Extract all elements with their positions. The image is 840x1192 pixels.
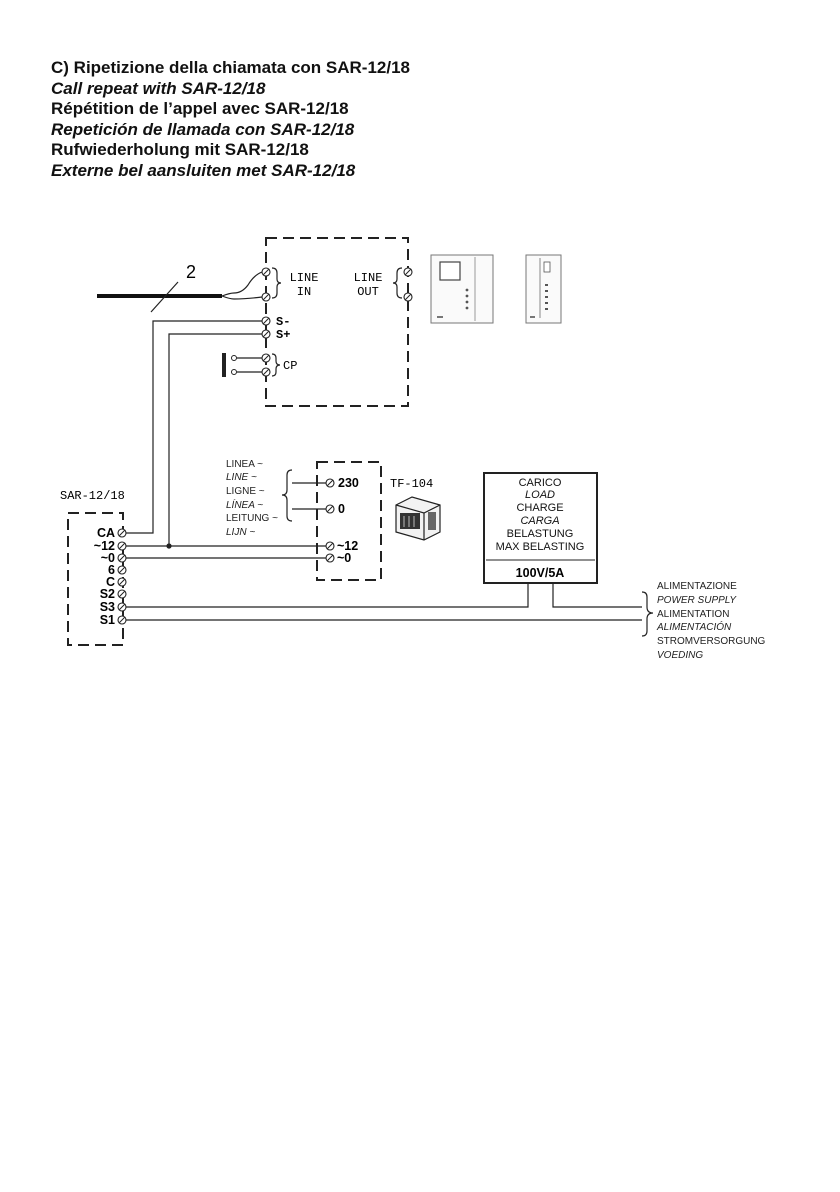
title-nl: Externe bel aansluiten met SAR-12/18 <box>51 160 356 180</box>
sar-terminal-label: CA <box>97 526 115 540</box>
handset-device-icon <box>525 254 562 324</box>
sar-label: SAR-12/18 <box>60 489 125 503</box>
line-out-label: LINE <box>354 271 383 285</box>
cp-terminal <box>261 353 271 363</box>
s-minus-terminal <box>261 316 271 326</box>
title-fr: Répétition de l’appel avec SAR-12/18 <box>51 99 349 118</box>
sar-terminal-label: S1 <box>100 613 115 627</box>
sar-terminal <box>117 589 127 599</box>
sar-terminals <box>117 528 127 625</box>
cable-count-label: 2 <box>186 262 196 282</box>
power-supply-label: ALIMENTATION <box>657 609 729 620</box>
sar-terminal-label: ~0 <box>101 551 115 565</box>
call-button-contact <box>231 369 237 375</box>
transformer-terminal <box>325 541 335 551</box>
s-minus-label: S- <box>276 315 290 329</box>
load-box <box>483 472 598 584</box>
title-block: C) Ripetizione della chiamata con SAR-12… <box>51 58 410 181</box>
line-out-label: OUT <box>357 285 379 299</box>
transformer-terminal <box>325 504 335 514</box>
mains-label: LEITUNG ~ <box>226 513 278 524</box>
line-out-terminal <box>403 292 413 302</box>
cp-terminal <box>261 367 271 377</box>
sar-terminal-label: S2 <box>100 587 115 601</box>
sar-terminal <box>117 615 127 625</box>
transformer-output-label: ~12 <box>337 539 358 553</box>
sar-terminal <box>117 565 127 575</box>
transformer-box <box>316 461 382 581</box>
wire-s-plus <box>168 333 262 546</box>
mains-label: LIGNE ~ <box>226 486 265 497</box>
power-supply-label: ALIMENTAZIONE <box>657 581 737 592</box>
transformer-terminal <box>325 478 335 488</box>
bus-wire <box>221 295 263 300</box>
wire-s3-load <box>126 583 529 608</box>
transformer-device-icon <box>395 496 441 541</box>
load-label: CARGA <box>520 515 559 527</box>
title-es: Repetición de llamada con SAR-12/18 <box>51 119 355 139</box>
line-in-terminal <box>261 267 271 277</box>
sar-terminal-label: C <box>106 575 115 589</box>
line-in-terminal <box>261 292 271 302</box>
line-in-label: LINE <box>290 271 319 285</box>
load-label: CARICO <box>519 477 562 489</box>
load-label: CHARGE <box>516 502 563 514</box>
mains-label: LIJN ~ <box>226 527 255 538</box>
power-supply-label: VOEDING <box>657 650 703 661</box>
sar-terminal <box>117 541 127 551</box>
power-supply-label: STROMVERSORGUNG <box>657 636 766 647</box>
load-label: BELASTUNG <box>507 528 574 540</box>
bus-wire <box>221 271 263 297</box>
sar-terminal-label: 6 <box>108 563 115 577</box>
sar-terminal <box>117 528 127 538</box>
transformer-output-label: ~0 <box>337 551 351 565</box>
mains-label: LINE ~ <box>226 472 257 483</box>
load-label: LOAD <box>525 489 555 501</box>
cp-label: CP <box>283 359 297 373</box>
monitor-device-icon <box>430 254 494 324</box>
wire-load-supply <box>552 583 642 608</box>
load-rating: 100V/5A <box>516 566 565 580</box>
title-de: Rufwiederholung mit SAR-12/18 <box>51 140 309 159</box>
mains-brace <box>281 469 293 522</box>
power-supply-label: POWER SUPPLY <box>657 595 737 606</box>
mains-label: LINEA ~ <box>226 459 263 470</box>
load-label: MAX BELASTING <box>496 541 585 553</box>
transformer-label: TF-104 <box>390 477 433 491</box>
s-plus-terminal <box>261 329 271 339</box>
sar-terminal <box>117 553 127 563</box>
power-supply-brace <box>641 591 654 637</box>
title-it: C) Ripetizione della chiamata con SAR-12… <box>51 58 410 77</box>
cable-count-tick <box>150 281 179 313</box>
mains-label: LÍNEA ~ <box>226 498 263 511</box>
title-en: Call repeat with SAR-12/18 <box>51 78 266 98</box>
s-plus-label: S+ <box>276 328 290 342</box>
line-in-label: IN <box>297 285 311 299</box>
wire-s-minus-ca <box>126 320 262 534</box>
sar-terminal <box>117 602 127 612</box>
call-button-icon <box>222 353 226 377</box>
transformer-input-label: 230 <box>338 476 359 490</box>
line-out-terminal <box>403 267 413 277</box>
transformer-input-label: 0 <box>338 502 345 516</box>
call-button-contact <box>231 355 237 361</box>
cp-brace <box>271 353 281 377</box>
line-out-brace <box>392 267 403 299</box>
power-supply-label: ALIMENTACIÓN <box>656 620 732 633</box>
transformer-terminal <box>325 553 335 563</box>
sar-terminal <box>117 577 127 587</box>
line-in-brace <box>271 267 282 299</box>
sar-terminal-label: S3 <box>100 600 115 614</box>
sar-terminal-label: ~12 <box>94 539 115 553</box>
